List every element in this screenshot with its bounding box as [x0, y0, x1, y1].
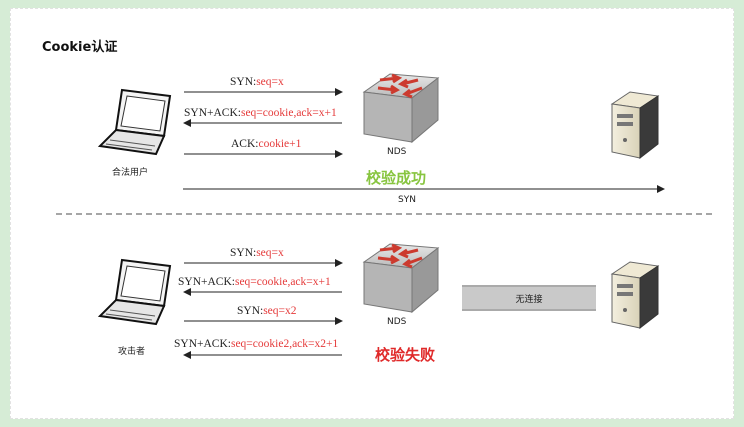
no-connection-label: 无连接 — [515, 294, 543, 305]
server-icon — [610, 91, 660, 160]
msg-bottom-synack: SYN+ACK:seq=cookie,ack=x+1 — [178, 276, 331, 288]
msg-bottom-synack-params: seq=cookie,ack=x+1 — [234, 276, 331, 288]
no-connection-box: 无连接 — [462, 285, 596, 311]
msg-bottom-syn2-type: SYN: — [237, 305, 264, 317]
router-icon — [362, 243, 440, 314]
msg-top-syn-params: seq=x — [256, 76, 284, 88]
msg-top-synack-type: SYN+ACK: — [184, 107, 241, 119]
laptop-icon — [97, 258, 172, 326]
syn-label-long: SYN — [398, 195, 416, 205]
msg-bottom-synack2-type: SYN+ACK: — [174, 338, 231, 350]
msg-bottom-syn: SYN:seq=x — [230, 247, 284, 259]
client-label-attacker: 攻击者 — [118, 347, 146, 357]
msg-bottom-synack-type: SYN+ACK: — [178, 276, 235, 288]
msg-bottom-synack2: SYN+ACK:seq=cookie2,ack=x2+1 — [174, 338, 338, 350]
msg-top-ack: ACK:cookie+1 — [231, 138, 301, 150]
msg-bottom-syn2: SYN:seq=x2 — [237, 305, 297, 317]
server-icon — [610, 261, 660, 330]
diagram-title: Cookie认证 — [42, 40, 118, 55]
msg-bottom-syn-params: seq=x — [256, 247, 284, 259]
client-label-legit: 合法用户 — [112, 168, 149, 178]
msg-top-ack-type: ACK: — [231, 138, 259, 150]
msg-top-syn: SYN:seq=x — [230, 76, 284, 88]
nds-label-top: NDS — [387, 147, 407, 157]
msg-bottom-syn-type: SYN: — [230, 247, 257, 259]
msg-top-ack-params: cookie+1 — [258, 138, 302, 150]
msg-bottom-syn2-params: seq=x2 — [263, 305, 297, 317]
router-icon — [362, 73, 440, 144]
msg-top-syn-type: SYN: — [230, 76, 257, 88]
result-success: 校验成功 — [366, 169, 427, 187]
msg-top-synack: SYN+ACK:seq=cookie,ack=x+1 — [184, 107, 337, 119]
msg-top-synack-params: seq=cookie,ack=x+1 — [240, 107, 337, 119]
msg-bottom-synack2-params: seq=cookie2,ack=x2+1 — [230, 338, 339, 350]
result-failure: 校验失败 — [375, 346, 436, 364]
nds-label-bottom: NDS — [387, 317, 407, 327]
laptop-icon — [97, 88, 172, 156]
